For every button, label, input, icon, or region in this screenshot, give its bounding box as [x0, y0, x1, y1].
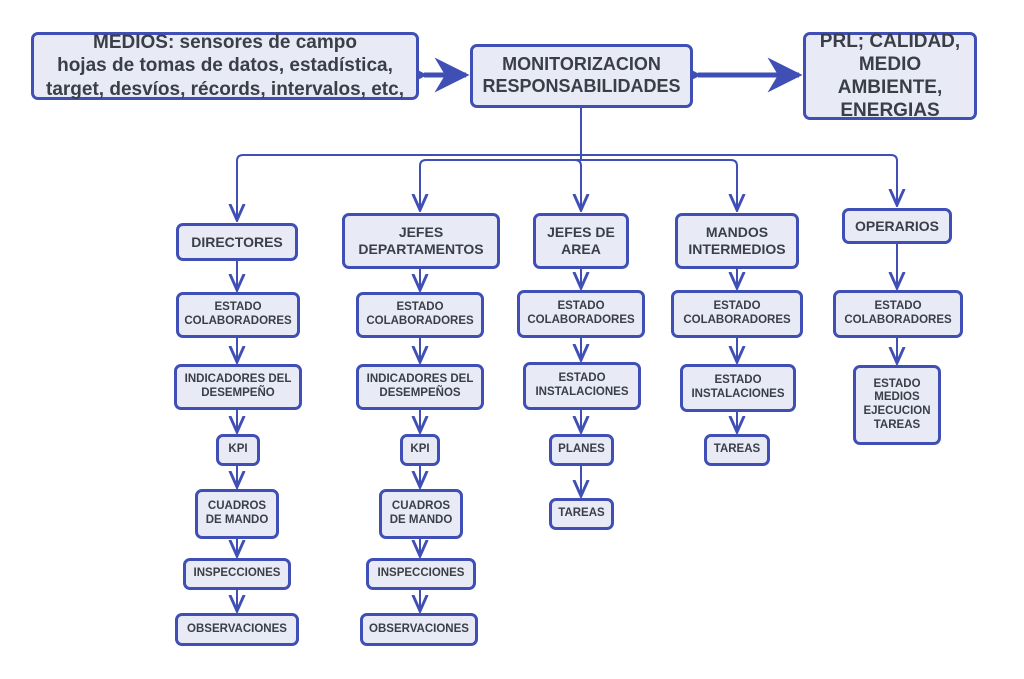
medios-node: MEDIOS: sensores de campo hojas de tomas…: [31, 32, 419, 100]
task-node: ESTADO COLABORADORES: [833, 290, 963, 338]
task-node: OBSERVACIONES: [360, 613, 478, 646]
prl-node: PRL; CALIDAD, MEDIO AMBIENTE, ENERGIAS: [803, 31, 977, 121]
role-node: MANDOS INTERMEDIOS: [675, 213, 799, 269]
role-node: JEFES DE AREA: [533, 213, 629, 269]
task-node: ESTADO COLABORADORES: [517, 290, 645, 338]
task-node: PLANES: [549, 434, 614, 466]
task-node: CUADROS DE MANDO: [379, 489, 463, 539]
task-node: OBSERVACIONES: [175, 613, 299, 646]
task-node: ESTADO INSTALACIONES: [680, 364, 796, 412]
role-node: DIRECTORES: [176, 223, 298, 261]
task-node: ESTADO COLABORADORES: [671, 290, 803, 338]
task-node: ESTADO COLABORADORES: [356, 292, 484, 338]
task-node: INDICADORES DEL DESEMPEÑO: [174, 364, 302, 410]
branch-connector: [420, 159, 581, 210]
role-node: OPERARIOS: [842, 208, 952, 244]
task-node: CUADROS DE MANDO: [195, 489, 279, 539]
role-node: JEFES DEPARTAMENTOS: [342, 213, 500, 269]
monitorizacion-node: MONITORIZACION RESPONSABILIDADES: [470, 44, 693, 108]
branch-connector: [581, 154, 897, 205]
task-node: INSPECCIONES: [366, 558, 476, 590]
task-node: INDICADORES DEL DESEMPEÑOS: [356, 364, 484, 410]
task-node: KPI: [216, 434, 260, 466]
task-node: ESTADO INSTALACIONES: [523, 362, 641, 410]
task-node: KPI: [400, 434, 440, 466]
branch-connector: [575, 159, 581, 210]
task-node: ESTADO COLABORADORES: [176, 292, 300, 338]
branch-connector: [581, 159, 737, 210]
task-node: TAREAS: [549, 498, 614, 530]
branch-connector: [237, 154, 581, 220]
task-node: ESTADO MEDIOS EJECUCION TAREAS: [853, 365, 941, 445]
task-node: TAREAS: [704, 434, 770, 466]
task-node: INSPECCIONES: [183, 558, 291, 590]
